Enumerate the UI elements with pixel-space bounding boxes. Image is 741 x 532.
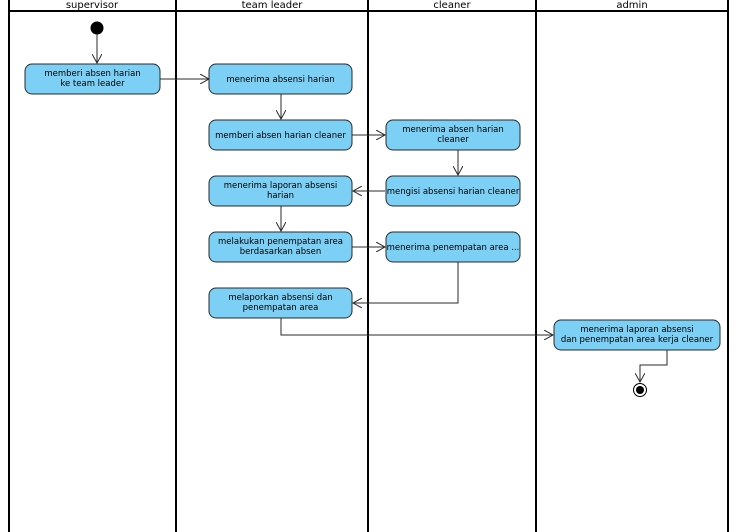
lane-title-cleaner: cleaner bbox=[433, 0, 471, 11]
lane-title-supervisor: supervisor bbox=[66, 0, 119, 11]
flow-a9-to-a10 bbox=[280, 318, 553, 335]
svg-text:memberi absen harian cleaner: memberi absen harian cleaner bbox=[215, 131, 346, 141]
swimlane-frame bbox=[8, 0, 729, 532]
lane-title-admin: admin bbox=[616, 0, 647, 11]
final-node bbox=[633, 383, 647, 397]
action-menerima-penempatan-area: menerima penempatan area ... bbox=[385, 231, 521, 263]
flow-a8-to-a9 bbox=[353, 262, 459, 303]
action-memberi-absen-harian-cleaner: memberi absen harian cleaner bbox=[208, 119, 353, 151]
flow-a10-to-final bbox=[640, 350, 668, 382]
initial-node bbox=[90, 21, 104, 35]
control-flows bbox=[97, 34, 668, 383]
action-menerima-absensi-harian: menerima absensi harian bbox=[208, 63, 353, 95]
svg-text:mengisi absensi harian cleaner: mengisi absensi harian cleaner bbox=[387, 187, 520, 197]
svg-text:menerima absensi harian: menerima absensi harian bbox=[226, 75, 334, 85]
lane-title-team-leader: team leader bbox=[242, 0, 304, 11]
action-mengisi-absensi-harian-cleaner: mengisi absensi harian cleaner bbox=[385, 175, 521, 207]
svg-text:menerima penempatan area ...: menerima penempatan area ... bbox=[387, 243, 520, 253]
